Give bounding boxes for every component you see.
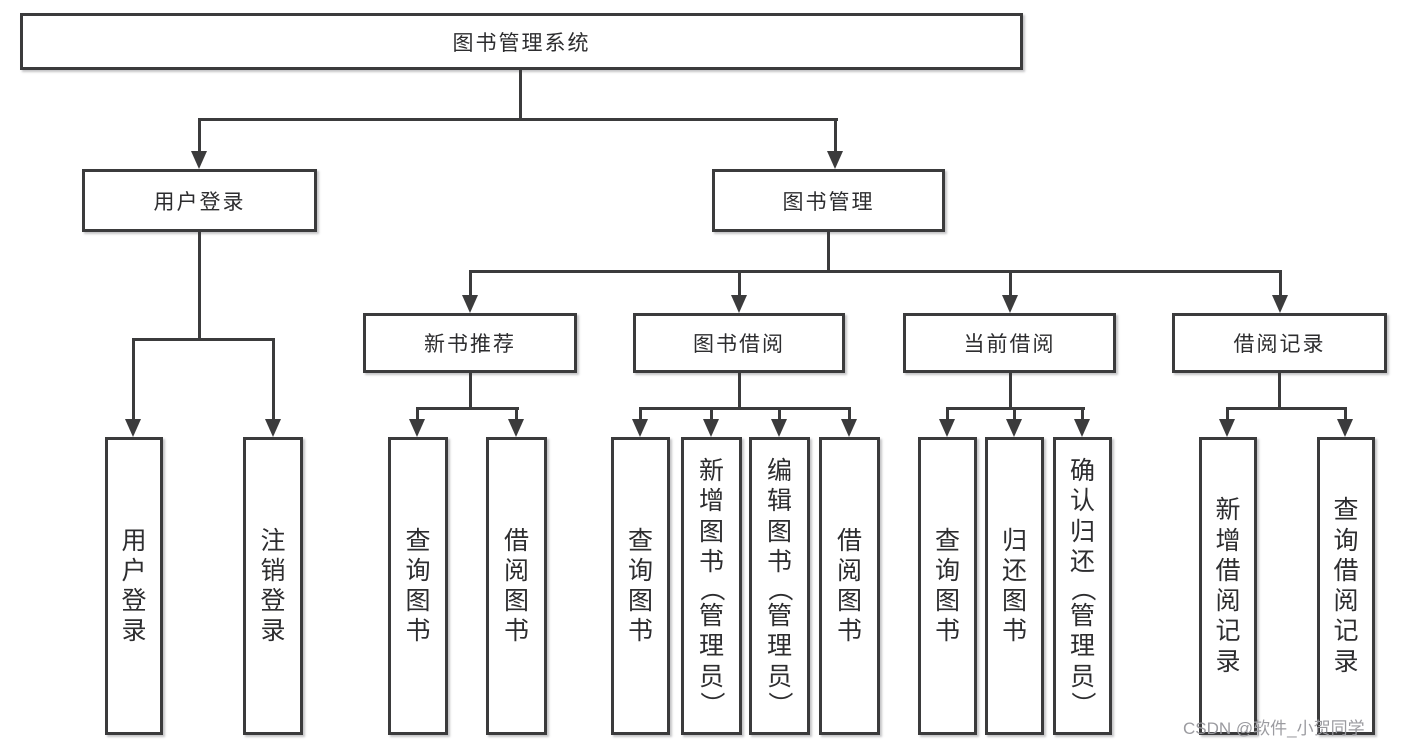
node-book-management: 图书管理 [712, 169, 945, 232]
leaf-borrow-books-borrowing: 借阅图书 [819, 437, 880, 735]
node-new-book-recommend-label: 新书推荐 [424, 333, 516, 356]
node-current-borrowing: 当前借阅 [903, 313, 1116, 373]
arrow-down-icon [939, 419, 955, 437]
leaf-user-login: 用户登录 [105, 437, 163, 735]
leaf-query-books-current: 查询图书 [918, 437, 977, 735]
arrow-down-icon [1337, 419, 1353, 437]
leaf-borrow-books-recommend: 借阅图书 [486, 437, 547, 735]
arrow-down-icon [1219, 419, 1235, 437]
arrow-down-icon [841, 419, 857, 437]
connector-line [272, 338, 275, 421]
arrow-down-icon [771, 419, 787, 437]
connector-line [198, 231, 201, 341]
leaf-add-borrow-record: 新增借阅记录 [1199, 437, 1257, 735]
connector-line [1081, 407, 1084, 421]
watermark-text: CSDN @软件_小贺同学 [1183, 719, 1365, 738]
connector-line [132, 338, 135, 421]
leaf-return-books-label: 归还图书 [1001, 526, 1027, 646]
connector-line [738, 373, 741, 410]
connector-line [198, 118, 201, 153]
connector-line [469, 270, 1282, 273]
node-root: 图书管理系统 [20, 13, 1023, 70]
leaf-logout-label: 注销登录 [260, 526, 286, 646]
arrow-down-icon [1272, 295, 1288, 313]
arrow-down-icon [1006, 419, 1022, 437]
connector-line [1226, 407, 1229, 421]
connector-line [416, 407, 419, 421]
leaf-query-books-borrowing-label: 查询图书 [627, 526, 653, 646]
node-borrowing-records-label: 借阅记录 [1233, 333, 1326, 356]
node-current-borrowing-label: 当前借阅 [963, 333, 1056, 356]
arrow-down-icon [632, 419, 648, 437]
leaf-edit-books-admin: 编辑图书（管理员） [749, 437, 810, 735]
connector-line [946, 407, 949, 421]
arrow-down-icon [731, 295, 747, 313]
connector-line [1344, 407, 1347, 421]
connector-line [1009, 270, 1012, 297]
connector-line [1279, 270, 1282, 297]
connector-line [1278, 373, 1281, 410]
connector-line [416, 407, 519, 410]
arrow-down-icon [508, 419, 524, 437]
connector-line [1226, 407, 1346, 410]
connector-line [778, 407, 781, 421]
node-book-management-label: 图书管理 [782, 190, 875, 214]
node-book-borrowing: 图书借阅 [633, 313, 845, 373]
leaf-confirm-return-admin-label: 确认归还（管理员） [1068, 457, 1097, 717]
arrow-down-icon [1002, 295, 1018, 313]
arrow-down-icon [827, 151, 843, 169]
connector-line [639, 407, 642, 421]
leaf-confirm-return-admin: 确认归还（管理员） [1053, 437, 1112, 735]
leaf-edit-books-admin-label: 编辑图书（管理员） [765, 457, 794, 717]
connector-line [1013, 407, 1016, 421]
leaf-return-books: 归还图书 [985, 437, 1044, 735]
node-book-borrowing-label: 图书借阅 [693, 333, 785, 356]
node-new-book-recommend: 新书推荐 [363, 313, 577, 373]
leaf-borrow-books-borrowing-label: 借阅图书 [836, 526, 862, 646]
arrow-down-icon [265, 419, 281, 437]
leaf-query-books-current-label: 查询图书 [934, 526, 960, 646]
arrow-down-icon [462, 295, 478, 313]
node-user-login-label: 用户登录 [153, 190, 246, 214]
connector-line [1009, 373, 1012, 410]
leaf-query-borrow-record-label: 查询借阅记录 [1333, 496, 1359, 676]
connector-line [132, 338, 275, 341]
node-user-login: 用户登录 [82, 169, 317, 232]
connector-line [827, 231, 830, 273]
connector-line [710, 407, 713, 421]
node-root-label: 图书管理系统 [452, 31, 591, 55]
leaf-borrow-books-recommend-label: 借阅图书 [503, 526, 529, 646]
leaf-add-books-admin: 新增图书（管理员） [681, 437, 742, 735]
arrow-down-icon [1074, 419, 1090, 437]
arrow-down-icon [409, 419, 425, 437]
leaf-add-books-admin-label: 新增图书（管理员） [697, 457, 726, 717]
leaf-query-books-recommend: 查询图书 [388, 437, 448, 735]
connector-line [198, 118, 838, 121]
connector-line [738, 270, 741, 297]
connector-line [469, 373, 472, 410]
connector-line [639, 407, 851, 410]
connector-line [834, 118, 837, 153]
arrow-down-icon [191, 151, 207, 169]
connector-line [519, 70, 522, 118]
leaf-logout: 注销登录 [243, 437, 303, 735]
leaf-user-login-label: 用户登录 [121, 526, 147, 646]
node-borrowing-records: 借阅记录 [1172, 313, 1387, 373]
leaf-query-borrow-record: 查询借阅记录 [1317, 437, 1375, 735]
leaf-add-borrow-record-label: 新增借阅记录 [1215, 496, 1241, 676]
connector-line [515, 407, 518, 421]
leaf-query-books-recommend-label: 查询图书 [405, 526, 431, 646]
leaf-query-books-borrowing: 查询图书 [611, 437, 670, 735]
arrow-down-icon [703, 419, 719, 437]
connector-line [848, 407, 851, 421]
connector-line [469, 270, 472, 297]
arrow-down-icon [125, 419, 141, 437]
